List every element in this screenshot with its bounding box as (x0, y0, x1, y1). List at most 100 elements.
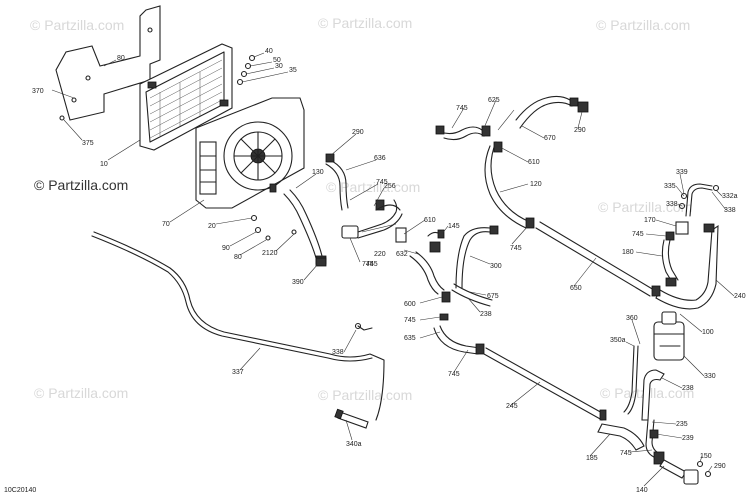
hose-238 (641, 369, 665, 421)
callout-290: 290 (352, 129, 364, 136)
callout-600: 600 (404, 301, 416, 308)
callout-35: 35 (289, 67, 297, 74)
callout-360: 360 (626, 315, 638, 322)
callout-745-e: 745 (448, 371, 460, 378)
watermark-2: © Partzilla.com (318, 15, 412, 31)
callout-350a: 350a (610, 337, 626, 344)
callout-30: 30 (275, 63, 283, 70)
watermark-5: © Partzilla.com (598, 199, 692, 215)
callout-90: 90 (222, 245, 230, 252)
hose-670 (515, 95, 571, 121)
callout-675: 675 (487, 293, 499, 300)
watermark-6: © Partzilla.com (34, 385, 128, 401)
clamp-745-a (439, 313, 449, 321)
callout-240: 240 (734, 293, 746, 300)
callout-636: 636 (374, 155, 386, 162)
hose-332a (685, 183, 713, 217)
callout-238: 238 (480, 311, 492, 318)
hose-140 (659, 459, 687, 479)
callout-610-b: 610 (528, 159, 540, 166)
watermark-3: © Partzilla.com (596, 17, 690, 33)
callout-632: 632 (396, 251, 408, 258)
callout-256: 256 (384, 183, 396, 190)
callout-235: 235 (676, 421, 688, 428)
hose-180 (661, 239, 673, 283)
hose-625 (439, 126, 483, 135)
callout-145: 145 (448, 223, 460, 230)
radiator (139, 43, 233, 151)
tube-337 (93, 231, 385, 421)
callout-745-d: 745 (404, 317, 416, 324)
coolant-reservoir (653, 311, 685, 361)
pipe-245 (485, 347, 605, 415)
callout-220: 220 (374, 251, 386, 258)
callout-130: 130 (312, 169, 324, 176)
hose-632 (415, 251, 445, 291)
callout-245: 245 (506, 403, 518, 410)
callout-20: 20 (208, 223, 216, 230)
callout-10: 10 (100, 161, 108, 168)
callout-290-b: 290 (574, 127, 586, 134)
callout-337: 337 (232, 369, 244, 376)
callout-745-a: 745 (376, 179, 388, 186)
callout-50: 50 (273, 57, 281, 64)
callout-2120: 2120 (262, 250, 278, 257)
callout-339: 339 (676, 169, 688, 176)
callout-745-g: 745 (510, 245, 522, 252)
hose-636 (329, 159, 349, 209)
callout-180: 180 (622, 249, 634, 256)
callout-80-b: 80 (234, 254, 242, 261)
watermark-7: © Partzilla.com (318, 387, 412, 403)
diagram-code: 10C20140 (4, 487, 36, 494)
hose-300 (461, 231, 491, 289)
callout-670: 670 (544, 135, 556, 142)
callout-745-i: 745 (620, 450, 632, 457)
callout-300: 300 (490, 263, 502, 270)
fitting-170 (675, 221, 689, 235)
callout-185: 185 (586, 455, 598, 462)
callout-70: 70 (162, 221, 170, 228)
callout-332a: 332a (722, 193, 738, 200)
callout-140: 140 (636, 487, 648, 494)
clamp-745-b (665, 231, 675, 241)
callout-390: 390 (292, 279, 304, 286)
clamp-390 (315, 257, 327, 267)
callout-370: 370 (32, 88, 44, 95)
callout-745-c: 745 (362, 261, 374, 268)
pipe-650 (539, 221, 655, 291)
fitting-290-b (704, 470, 712, 478)
callout-745-f: 745 (456, 105, 468, 112)
callout-239: 239 (682, 435, 694, 442)
callout-635: 635 (404, 335, 416, 342)
callout-610: 610 (424, 217, 436, 224)
hose-185 (597, 423, 645, 451)
leader-lines (51, 52, 735, 487)
callout-335: 335 (664, 183, 676, 190)
pipe-120 (490, 141, 531, 223)
hose-256 (375, 204, 401, 211)
watermark-1: © Partzilla.com (30, 17, 124, 33)
hose-635 (439, 325, 481, 349)
callout-650: 650 (570, 285, 582, 292)
callout-745-b: 745 (366, 261, 378, 268)
callout-290-c: 290 (714, 463, 726, 470)
callout-338-a: 338 (724, 207, 736, 214)
hose-240 (655, 224, 719, 310)
callout-170: 170 (644, 217, 656, 224)
callout-330: 330 (704, 373, 716, 380)
callout-338-c: 338 (332, 349, 344, 356)
hose-130 (289, 189, 323, 257)
fitting-150 (696, 460, 704, 468)
callout-375: 375 (82, 140, 94, 147)
callout-745-h: 745 (632, 231, 644, 238)
fan-shroud (195, 97, 305, 209)
radiator-bracket (55, 5, 161, 121)
callout-40: 40 (265, 48, 273, 55)
hose-340a (337, 411, 369, 429)
callout-100: 100 (702, 329, 714, 336)
callout-120: 120 (530, 181, 542, 188)
callout-625: 625 (488, 97, 500, 104)
hose-350a (623, 345, 635, 413)
hose-675 (453, 283, 493, 301)
